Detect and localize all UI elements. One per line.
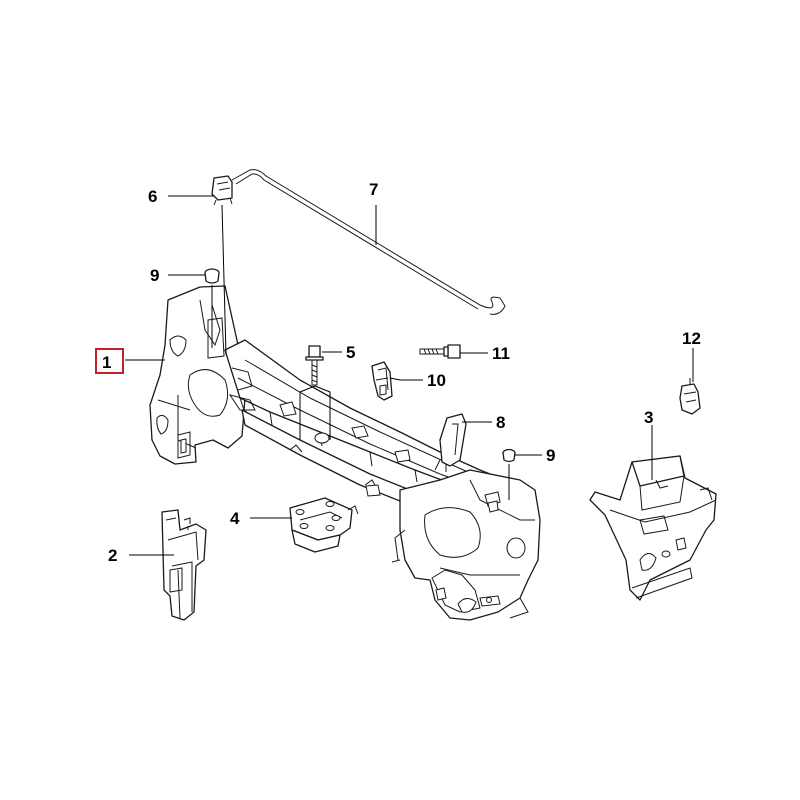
callout-5: 5 [346,343,355,362]
callout-6: 6 [148,187,157,206]
leader-5b [314,385,331,440]
part-front-carrier [149,285,541,621]
part-side-bracket [589,455,717,601]
part-rod [231,169,506,315]
part-mount-block [289,497,359,553]
part-clip-top [211,175,233,206]
leader-5a [299,385,316,440]
callout-4: 4 [230,509,240,528]
callout-1: 1 [102,353,111,372]
part-bracket-8 [434,413,467,472]
part-bolt-5 [305,345,324,386]
part-clip-10 [371,361,393,401]
part-plug-upper [204,268,220,284]
part-bolt-11 [419,344,461,359]
callout-7: 7 [369,180,378,199]
leader-10 [389,377,423,381]
callout-9-upper: 9 [150,266,159,285]
callout-2: 2 [108,546,117,565]
callout-3: 3 [644,408,653,427]
callout-labels: 1 2 3 4 5 6 7 8 9 9 10 11 12 [102,180,701,565]
callout-9-lower: 9 [546,446,555,465]
callout-11: 11 [492,344,510,363]
callout-10: 10 [427,371,446,390]
leader-lines [125,195,694,556]
callout-highlight-box [95,348,124,374]
part-clip-12 [679,378,701,415]
part-plug-lower [502,448,516,463]
callout-12: 12 [682,329,701,348]
callout-8: 8 [496,413,505,432]
leader-6a [221,204,227,356]
part-vertical-bracket [161,509,207,621]
